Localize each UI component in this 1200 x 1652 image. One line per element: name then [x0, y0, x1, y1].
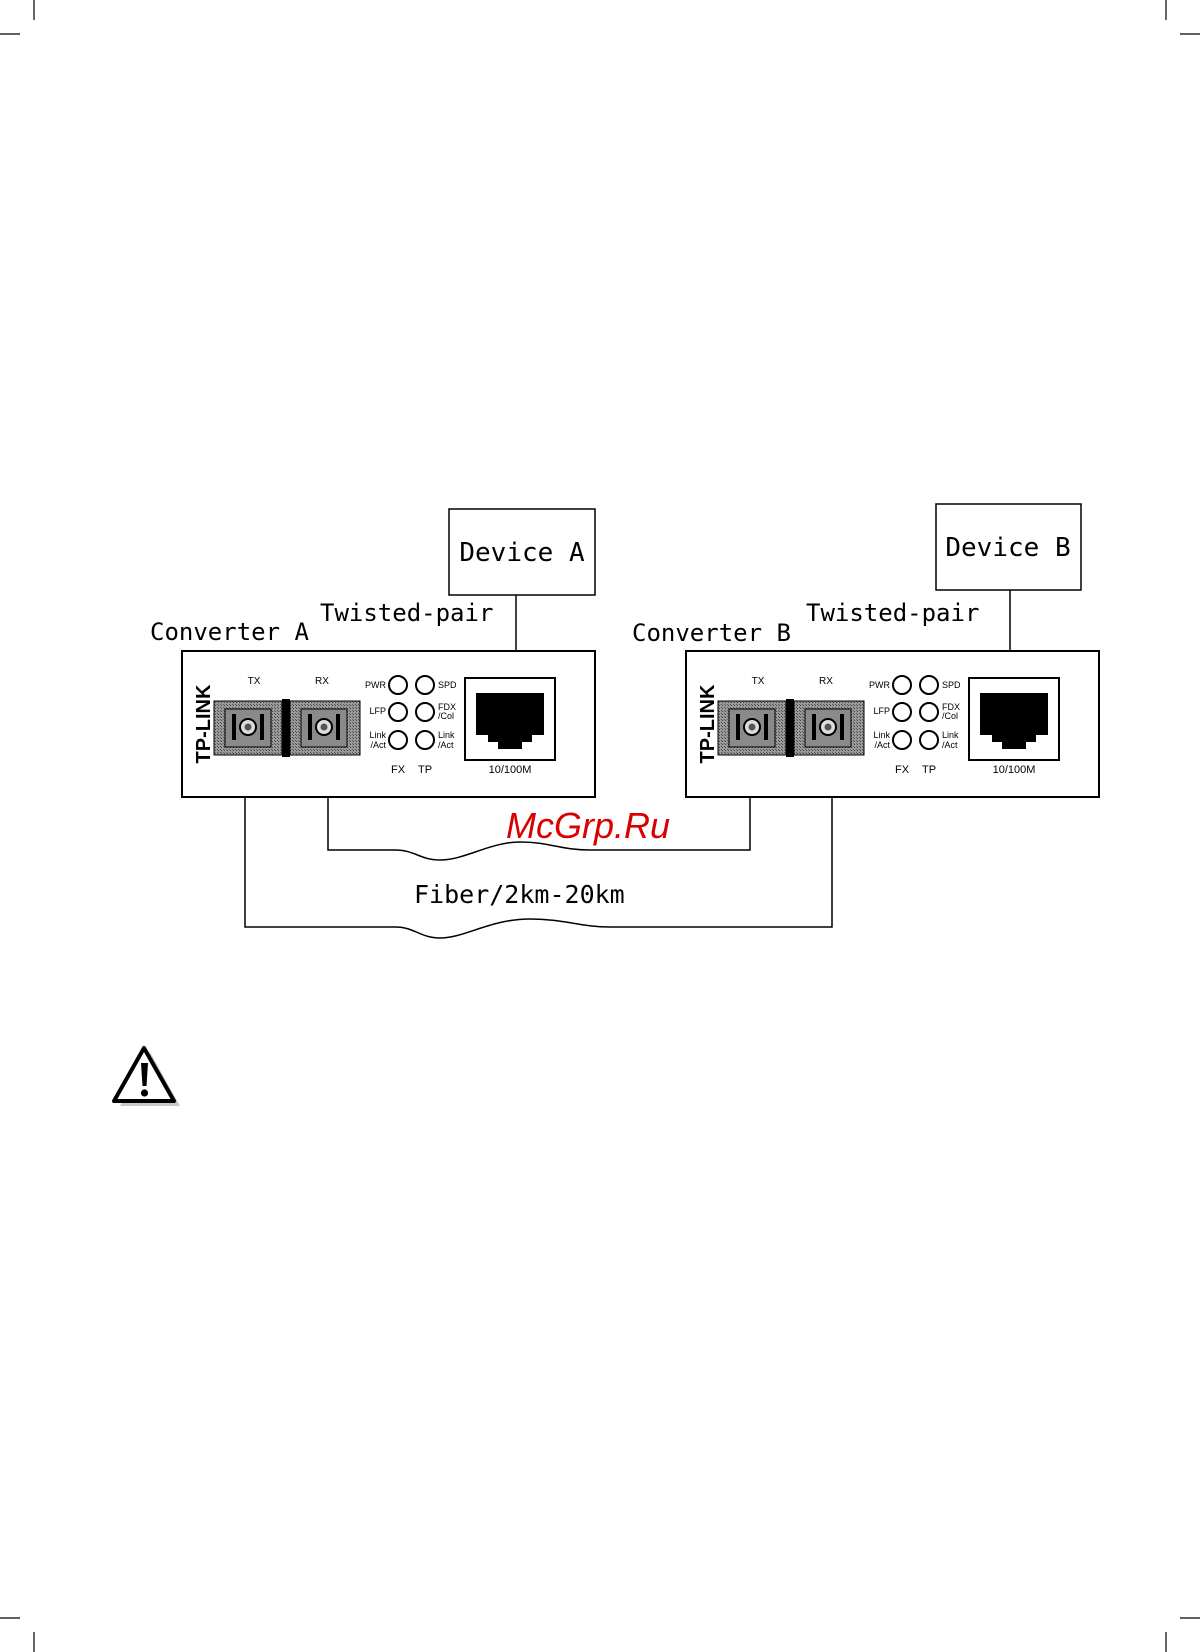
converter-b-fx-label: FX	[895, 764, 910, 776]
device-a-label: Device A	[459, 538, 585, 568]
converter-a-pwr-label: PWR	[365, 680, 386, 690]
converter-b-col-label: /Col	[942, 711, 958, 721]
converter-b-tx-label: TX	[752, 676, 765, 687]
converter-b-lfp-label: LFP	[873, 706, 890, 716]
converter-b-lfp-led	[893, 703, 911, 721]
converter-a-label: Converter A	[150, 618, 309, 646]
converter-b-act2-label: /Act	[942, 740, 958, 750]
converter-b-tp-label: TP	[922, 764, 936, 776]
converter-a-fx-link-led	[389, 731, 407, 749]
converter-a-port-label: 10/100M	[489, 764, 532, 776]
twisted-pair-b-label: Twisted-pair	[806, 599, 979, 627]
converter-a-act-label: /Act	[370, 740, 386, 750]
converter-b-spd-label: SPD	[942, 680, 961, 690]
converter-a-rx-label: RX	[315, 676, 329, 687]
converter-b-label: Converter B	[632, 619, 791, 647]
converter-a-tx-label: TX	[248, 676, 261, 687]
converter-a-lfp-led	[389, 703, 407, 721]
converter-a-col-label: /Col	[438, 711, 454, 721]
twisted-pair-a-label: Twisted-pair	[320, 599, 493, 627]
converter-b-link-label: Link	[873, 730, 890, 740]
converter-a-spd-label: SPD	[438, 680, 457, 690]
fiber-label: Fiber/2km-20km	[414, 880, 625, 909]
converter-a: TP-LINK TX RX PWR LFP Link /Act SPD FDX …	[182, 651, 595, 797]
converter-a-act2-label: /Act	[438, 740, 454, 750]
converter-b-fdx-led	[920, 703, 938, 721]
converter-a-fdx-led	[416, 703, 434, 721]
converter-b-pwr-led	[893, 676, 911, 694]
converter-a-link2-label: Link	[438, 730, 455, 740]
converter-a-pwr-led	[389, 676, 407, 694]
converter-b-tp-link-led	[920, 731, 938, 749]
converter-b-act-label: /Act	[874, 740, 890, 750]
converter-b-port-label: 10/100M	[993, 764, 1036, 776]
converter-a-fx-label: FX	[391, 764, 406, 776]
converter-a-spd-led	[416, 676, 434, 694]
device-b-label: Device B	[945, 533, 1070, 563]
converter-b: TP-LINK TX RX PWR LFP Link /Act SPD FDX …	[686, 651, 1099, 797]
converter-a-lfp-label: LFP	[369, 706, 386, 716]
converter-b-pwr-label: PWR	[869, 680, 890, 690]
converter-b-brand: TP-LINK	[697, 684, 719, 763]
converter-b-fx-link-led	[893, 731, 911, 749]
converter-a-link-label: Link	[369, 730, 386, 740]
converter-a-brand: TP-LINK	[193, 684, 215, 763]
converter-b-rx-label: RX	[819, 676, 833, 687]
converter-b-link2-label: Link	[942, 730, 959, 740]
converter-a-tp-label: TP	[418, 764, 432, 776]
watermark: McGrp.Ru	[506, 805, 670, 846]
converter-a-tp-link-led	[416, 731, 434, 749]
warning-triangle-icon	[114, 1048, 180, 1106]
converter-b-spd-led	[920, 676, 938, 694]
